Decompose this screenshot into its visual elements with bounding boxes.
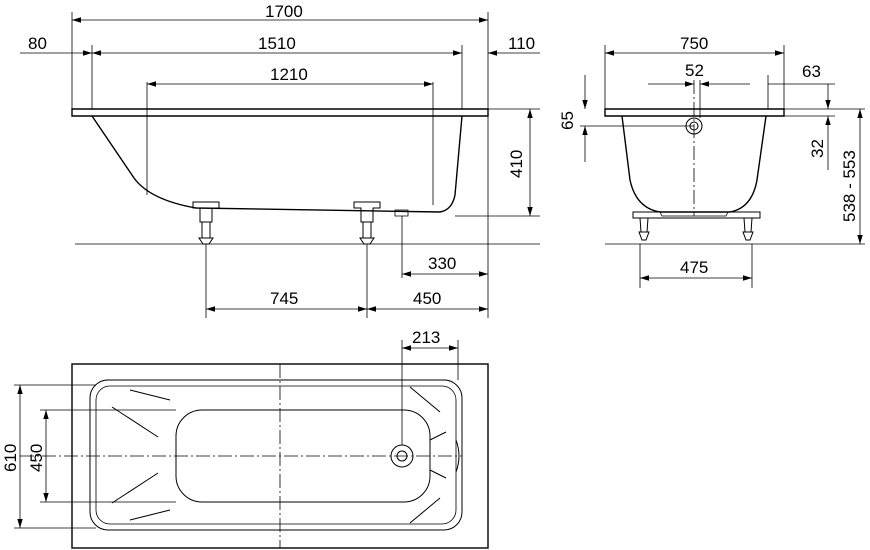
dim-32: 32 xyxy=(808,139,827,158)
dim-745: 745 xyxy=(270,289,298,308)
dim-110: 110 xyxy=(508,34,535,53)
side-rim xyxy=(71,108,489,117)
top-basin-outer xyxy=(89,379,463,531)
end-rim xyxy=(604,108,785,117)
dim-450-side: 450 xyxy=(413,289,441,308)
dim-330: 330 xyxy=(428,254,456,273)
top-anti-slip-marks xyxy=(111,386,447,524)
dim-52: 52 xyxy=(685,61,704,80)
top-drain-inner xyxy=(396,450,408,462)
end-view: 750 52 63 65 32 538 - 553 475 xyxy=(558,34,865,288)
side-view: 1700 80 1510 110 1210 410 330 745 450 xyxy=(20,2,540,318)
dim-1700: 1700 xyxy=(265,2,303,21)
dim-1510: 1510 xyxy=(258,34,296,53)
side-extension-lines xyxy=(71,12,540,318)
side-tub-body xyxy=(91,115,463,213)
dim-750: 750 xyxy=(680,34,708,53)
dim-80: 80 xyxy=(28,34,47,53)
top-basin-inner xyxy=(95,385,457,525)
dim-410: 410 xyxy=(507,150,526,178)
top-extension-lines xyxy=(14,340,459,529)
side-drain xyxy=(394,209,409,217)
top-overflow xyxy=(455,439,460,473)
dim-475: 475 xyxy=(680,258,708,277)
dim-213: 213 xyxy=(412,328,440,347)
dim-63: 63 xyxy=(802,62,821,81)
end-support-frame xyxy=(632,211,761,241)
dim-538-553: 538 - 553 xyxy=(840,150,859,222)
dim-65: 65 xyxy=(558,111,577,130)
end-extension-lines xyxy=(580,45,865,288)
top-view: 213 610 450 xyxy=(1,328,489,549)
side-leg-right xyxy=(353,201,381,245)
dim-1210: 1210 xyxy=(270,65,308,84)
dim-450-top: 450 xyxy=(27,444,46,472)
dim-610: 610 xyxy=(1,444,20,472)
